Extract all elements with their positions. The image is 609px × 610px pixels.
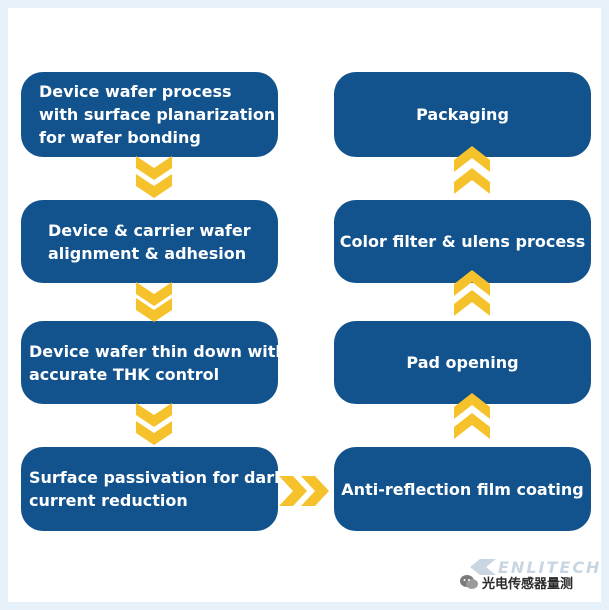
step-text-line: Color filter & ulens process	[339, 232, 586, 251]
watermark-logo-text: ENLITECH	[498, 558, 602, 577]
step-box-packaging: Packaging	[334, 72, 591, 157]
logo-mark-icon	[470, 559, 496, 575]
watermark-caption: 光电传感器量测	[482, 577, 574, 592]
step-text-line: Pad opening	[406, 353, 519, 372]
step-text-line: Device & carrier wafer	[48, 220, 251, 240]
down-chevron-arrow-1	[136, 156, 172, 198]
step-text-line: alignment & adhesion	[48, 243, 247, 263]
step-box-pad-opening: Pad opening	[334, 321, 591, 404]
up-chevron-arrow-1	[454, 393, 490, 439]
wechat-icon	[460, 575, 478, 589]
step-text-line: Packaging	[416, 105, 509, 124]
watermark-logo: ENLITECH	[470, 558, 601, 577]
up-chevron-arrow-2	[454, 270, 490, 316]
step-box-device-wafer-process: Device wafer process with surface planar…	[21, 72, 278, 157]
step-box-surface-passivation: Surface passivation for dark current red…	[21, 447, 285, 531]
step-box-thin-down: Device wafer thin down with accurate THK…	[21, 321, 287, 404]
step-text-line: for wafer bonding	[39, 128, 201, 147]
step-text-line: accurate THK control	[29, 364, 220, 384]
step-text-line: with surface planarization	[39, 105, 276, 124]
right-chevron-arrow	[279, 476, 329, 506]
step-text-line: Surface passivation for dark	[29, 468, 285, 487]
step-box-color-filter: Color filter & ulens process	[334, 200, 591, 283]
down-chevron-arrow-2	[136, 282, 172, 322]
step-text-line: Device wafer thin down with	[29, 341, 287, 361]
down-chevron-arrow-3	[136, 403, 172, 445]
step-box-anti-reflection: Anti-reflection film coating	[334, 447, 591, 531]
step-text-line: Device wafer process	[39, 82, 232, 101]
step-text-line: Anti-reflection film coating	[341, 479, 584, 499]
up-chevron-arrow-3	[454, 146, 490, 194]
step-text-line: current reduction	[29, 491, 188, 510]
step-box-alignment-adhesion: Device & carrier wafer alignment & adhes…	[21, 200, 278, 283]
